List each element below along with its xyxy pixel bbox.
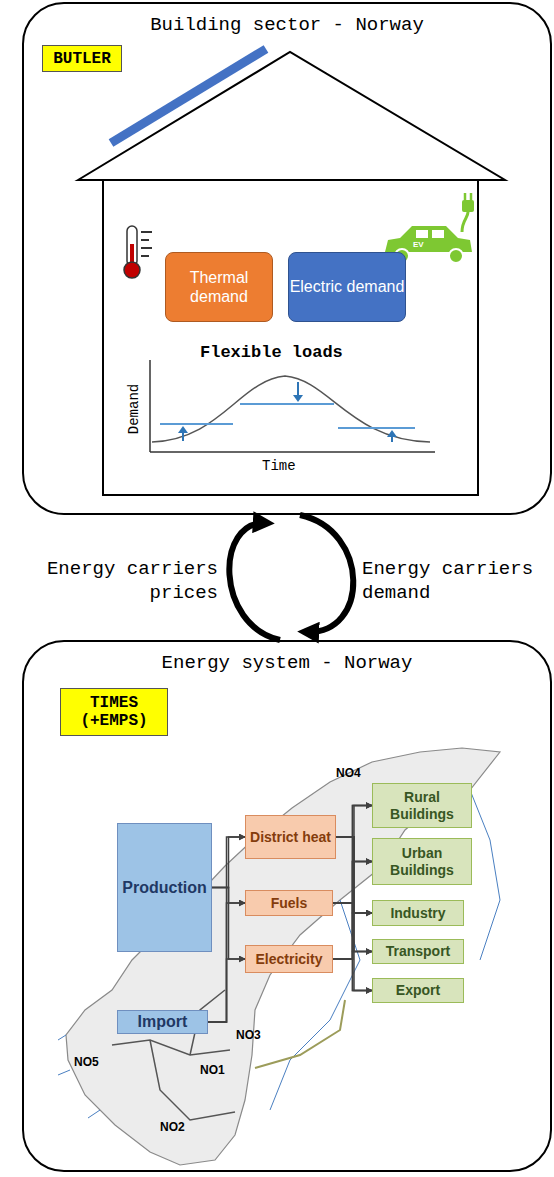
flow-connector [212, 888, 245, 960]
region-label: NO2 [160, 1120, 185, 1134]
solar-panel [111, 49, 266, 143]
flow-connector [333, 806, 372, 960]
norway-map [58, 748, 500, 1165]
sector-box: Industry [372, 900, 464, 926]
axis-label: Time [262, 458, 296, 474]
region-label: NO4 [336, 766, 361, 780]
node-text: Export [396, 982, 440, 998]
flow-connector [336, 806, 372, 838]
flow-connector [333, 862, 372, 960]
flow-connector [333, 913, 372, 959]
sector-box: Rural Buildings [372, 783, 472, 828]
exchange-arrow [229, 523, 280, 640]
region-label: NO5 [74, 1055, 99, 1069]
demand-box: Thermal demand [165, 252, 273, 322]
flow-connector [208, 903, 245, 1022]
node-text: Import [138, 1013, 188, 1031]
node-text: Electricity [256, 951, 323, 967]
node-text: Rural Buildings [373, 789, 471, 821]
flow-connector [208, 959, 245, 1022]
sector-box: Export [372, 978, 464, 1003]
building-sector-panel: Building sector - NorwayBUTLER Thermal de… [22, 2, 552, 515]
node-text: TIMES (+EMPS) [61, 694, 167, 730]
node-text: Transport [386, 943, 451, 959]
node-text: Urban Buildings [373, 845, 471, 877]
demand-box: Electric demand [288, 252, 406, 322]
region-label: NO3 [236, 1028, 261, 1042]
node-text: Energy system - Norway [162, 652, 413, 674]
node-text: District heat [250, 829, 331, 845]
axis-label: Demand [126, 379, 142, 439]
flow-connector [333, 903, 372, 991]
node-text: Thermal demand [166, 268, 272, 306]
house-roof [78, 52, 505, 180]
node-text: BUTLER [53, 50, 111, 68]
model-label: TIMES (+EMPS) [60, 688, 168, 736]
node-text: Fuels [271, 895, 308, 911]
carrier-box: Fuels [245, 890, 333, 916]
energy-system-panel: Energy system - NorwayTIMES (+EMPS) Produ… [22, 640, 552, 1172]
node-text: Electric demand [290, 277, 405, 296]
car-label: EV [413, 240, 424, 249]
node-text: Industry [390, 905, 445, 921]
flow-connector [212, 837, 245, 888]
region-label: NO1 [200, 1063, 225, 1077]
exchange-label: Energy carriers demand [362, 558, 552, 606]
house-body [103, 180, 478, 495]
flow-connector [333, 959, 372, 991]
sector-box: Urban Buildings [372, 838, 472, 885]
node-text: Production [122, 879, 206, 897]
chart-title: Flexible loads [200, 343, 343, 362]
exchange-label: Energy carriers prices [28, 558, 218, 606]
exchange-arrow [300, 515, 353, 632]
thermometer-icon [124, 226, 152, 278]
flexible-load-chart [150, 360, 435, 452]
sector-box: Transport [372, 939, 464, 964]
flow-connector [333, 952, 372, 960]
node-text: Building sector - Norway [150, 14, 424, 36]
carrier-box: Electricity [245, 945, 333, 973]
flow-connector [208, 837, 245, 1022]
model-label: BUTLER [42, 45, 122, 72]
import-box: Import [117, 1010, 208, 1034]
carrier-box: District heat [245, 815, 336, 859]
production-box: Production [117, 823, 212, 952]
